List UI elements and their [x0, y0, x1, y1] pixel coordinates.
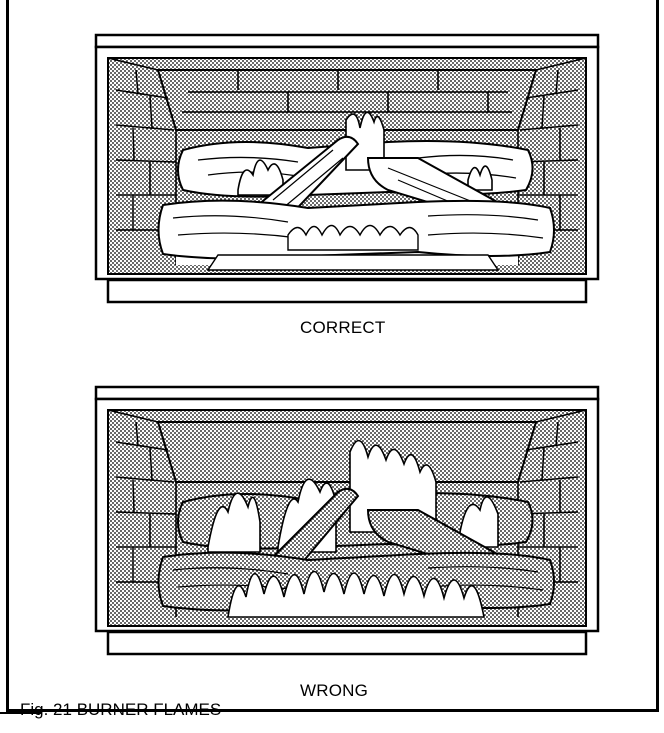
frame-tick: [0, 712, 42, 714]
figure-caption: Fig. 21 BURNER FLAMES: [20, 700, 222, 719]
figure-frame: [6, 0, 659, 712]
caption-wrong: WRONG: [300, 681, 369, 700]
fireplace-correct-illustration: [94, 33, 600, 304]
fireplace-wrong-illustration: [94, 385, 600, 656]
caption-correct: CORRECT: [300, 318, 386, 337]
